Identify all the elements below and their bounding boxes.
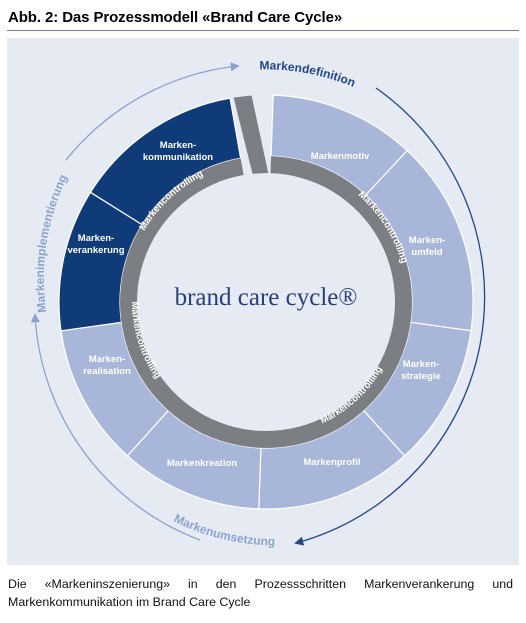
segment-label-8: Marken-kommunikation [143, 140, 213, 163]
outer-label-bottom: Markenumsetzung [172, 511, 275, 548]
cycle-notch [233, 95, 269, 174]
outer-label-top: Markendefinition [259, 58, 357, 89]
segment-label-5: Markenkreation [167, 458, 237, 469]
arrow-markendefinition [294, 87, 486, 546]
segment-label-4: Markenprofil [303, 457, 360, 468]
segment-ring [58, 94, 474, 510]
arrow-markenumsetzung [30, 313, 201, 541]
arrow-markenimplementierung [65, 62, 240, 161]
figure-caption: Die «Markeninszenierung» in den Prozesss… [8, 577, 513, 609]
center-label: brand care cycle® [175, 284, 358, 311]
outer-arrows [30, 62, 486, 546]
segment-label-2: Marken-umfeld [409, 235, 445, 258]
figure-title: Abb. 2: Das Prozessmodell «Brand Care Cy… [8, 9, 343, 26]
segment-label-1: Markenmotiv [311, 151, 370, 162]
segment-labels: MarkenmotivMarken-umfeldMarken-strategie… [67, 140, 445, 469]
controlling-ring [120, 95, 413, 449]
segment-label-6: Marken-realisation [83, 354, 131, 377]
segment-label-7: Marken-verankerung [67, 233, 124, 256]
title-rule [7, 30, 519, 31]
segment-label-3: Marken-strategie [401, 359, 441, 382]
